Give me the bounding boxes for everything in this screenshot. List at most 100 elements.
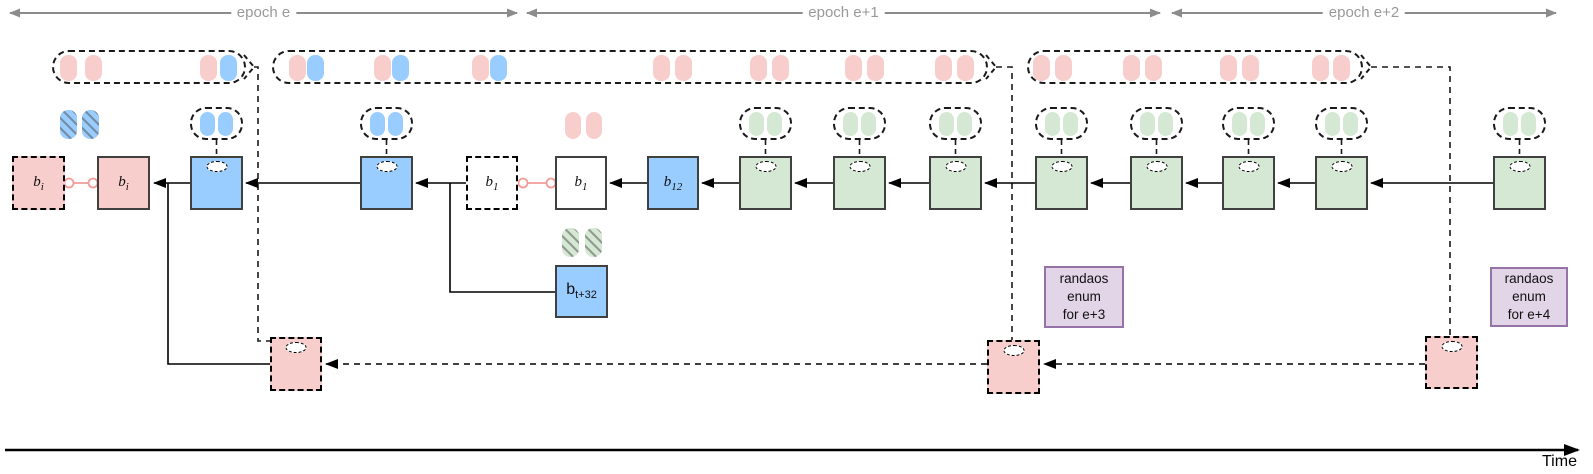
block-green-1	[739, 156, 792, 210]
validator-pill-blue	[307, 55, 324, 81]
block-green-6-randao-notch	[1238, 161, 1259, 172]
validator-pill-pink	[845, 55, 862, 81]
block-blue-1	[190, 156, 243, 210]
attester-pill-green	[957, 112, 972, 136]
attester-pair-capsule-4	[833, 107, 886, 140]
block-bi: bi	[97, 156, 150, 210]
attester-pill-green	[767, 112, 782, 136]
attester-pair-capsule-10	[1493, 107, 1546, 140]
loose-pill-pink	[565, 112, 581, 139]
attester-pill-blue	[200, 112, 215, 136]
committee-epoch-e-assignment-line	[254, 66, 270, 342]
randao-enum-e3-text-line: for e+3	[1062, 307, 1106, 323]
attester-pair-capsule-9	[1315, 107, 1368, 140]
attester-pill-blue	[388, 112, 403, 136]
committee-epoch-e2-assignment-line	[1371, 66, 1451, 336]
attester-pill-green	[1063, 112, 1078, 136]
block-blue-2-randao-notch	[376, 161, 397, 172]
solid-connector-2	[449, 183, 555, 293]
attester-pair-capsule-7	[1130, 107, 1183, 140]
block-b1-label: b1	[574, 173, 588, 193]
block-green-2-randao-notch	[849, 161, 870, 172]
randao-block-epoch-e-randao-notch	[285, 342, 307, 353]
attester-pill-green	[1140, 112, 1155, 136]
block-blue-2	[360, 156, 413, 210]
attester-pill-blue	[218, 112, 233, 136]
block-bt32: bt+32	[555, 265, 608, 318]
randao-block-epoch-e1	[987, 340, 1040, 394]
epoch-e2-label: epoch e+2	[1322, 4, 1406, 21]
validator-pill-pink	[1242, 55, 1259, 81]
attester-pair-capsule-2	[360, 107, 413, 140]
block-green-5	[1130, 156, 1183, 210]
epoch-e-label: epoch e	[230, 4, 297, 21]
validator-pill-blue	[392, 55, 409, 81]
validator-pill-blue	[490, 55, 507, 81]
attester-pill-green	[1232, 112, 1247, 136]
validator-pill-pink	[675, 55, 692, 81]
randao-enum-e4-text-line: for e+4	[1507, 307, 1551, 323]
validator-pill-pink	[1312, 55, 1329, 81]
validator-pill-blue	[220, 55, 237, 81]
attester-pill-green	[1325, 112, 1340, 136]
block-b1-proposed-label: b1	[485, 173, 499, 193]
attester-pair-capsule-5	[929, 107, 982, 140]
committee-epoch-e2	[1027, 50, 1363, 84]
validator-pill-pink	[289, 55, 306, 81]
attester-pair-capsule-1	[190, 107, 243, 140]
attester-pill-green	[1045, 112, 1060, 136]
block-b1-proposed: b1	[466, 156, 518, 210]
block-green-6	[1222, 156, 1275, 210]
validator-pill-pink	[1333, 55, 1350, 81]
attester-pill-green	[861, 112, 876, 136]
block-bt32-label: bt+32	[566, 281, 597, 302]
block-bi-proposed: bi	[12, 156, 65, 210]
block-green-4	[1035, 156, 1088, 210]
validator-pill-pink	[1123, 55, 1140, 81]
validator-pill-pink	[653, 55, 670, 81]
randao-block-epoch-e1-randao-notch	[1003, 345, 1024, 356]
validator-pill-pink	[1033, 55, 1050, 81]
block-green-7-randao-notch	[1331, 161, 1352, 172]
randao-block-epoch-e2-randao-notch	[1441, 341, 1462, 352]
loose-pill-green	[585, 228, 602, 257]
validator-pill-pink	[85, 55, 102, 81]
block-green-2	[833, 156, 886, 210]
block-green-5-randao-notch	[1146, 161, 1167, 172]
randao-block-epoch-e2	[1425, 336, 1478, 389]
attester-pair-capsule-6	[1035, 107, 1088, 140]
validator-pill-pink	[957, 55, 974, 81]
validator-pill-pink	[935, 55, 952, 81]
attester-pill-green	[1250, 112, 1265, 136]
block-bi-label: bi	[118, 173, 129, 193]
attester-pill-green	[843, 112, 858, 136]
block-b1: b1	[555, 156, 607, 210]
attester-pair-capsule-8	[1222, 107, 1275, 140]
randao-enum-e3-text-line: enum	[1067, 288, 1101, 304]
loose-pill-blue	[60, 110, 77, 139]
attester-pill-green	[939, 112, 954, 136]
attester-pill-green	[1521, 112, 1536, 136]
solid-connector-1	[167, 183, 270, 365]
validator-pill-pink	[1220, 55, 1237, 81]
block-green-1-randao-notch	[755, 161, 776, 172]
validator-pill-pink	[472, 55, 489, 81]
block-green-8	[1493, 156, 1546, 210]
committee-epoch-e1-assignment-line	[996, 66, 1013, 342]
block-b12-label: b12	[663, 173, 683, 193]
attester-pill-green	[1343, 112, 1358, 136]
validator-pill-pink	[200, 55, 217, 81]
loose-pill-green	[562, 228, 579, 257]
randao-enum-e4-text-line: enum	[1512, 288, 1546, 304]
attester-pill-green	[749, 112, 764, 136]
block-blue-1-randao-notch	[206, 161, 227, 172]
block-green-3	[929, 156, 982, 210]
block-green-3-randao-notch	[945, 161, 966, 172]
attester-pill-green	[1503, 112, 1518, 136]
same-block-link-endpoint	[517, 177, 529, 189]
loose-pill-blue	[82, 110, 99, 139]
validator-pill-pink	[867, 55, 884, 81]
